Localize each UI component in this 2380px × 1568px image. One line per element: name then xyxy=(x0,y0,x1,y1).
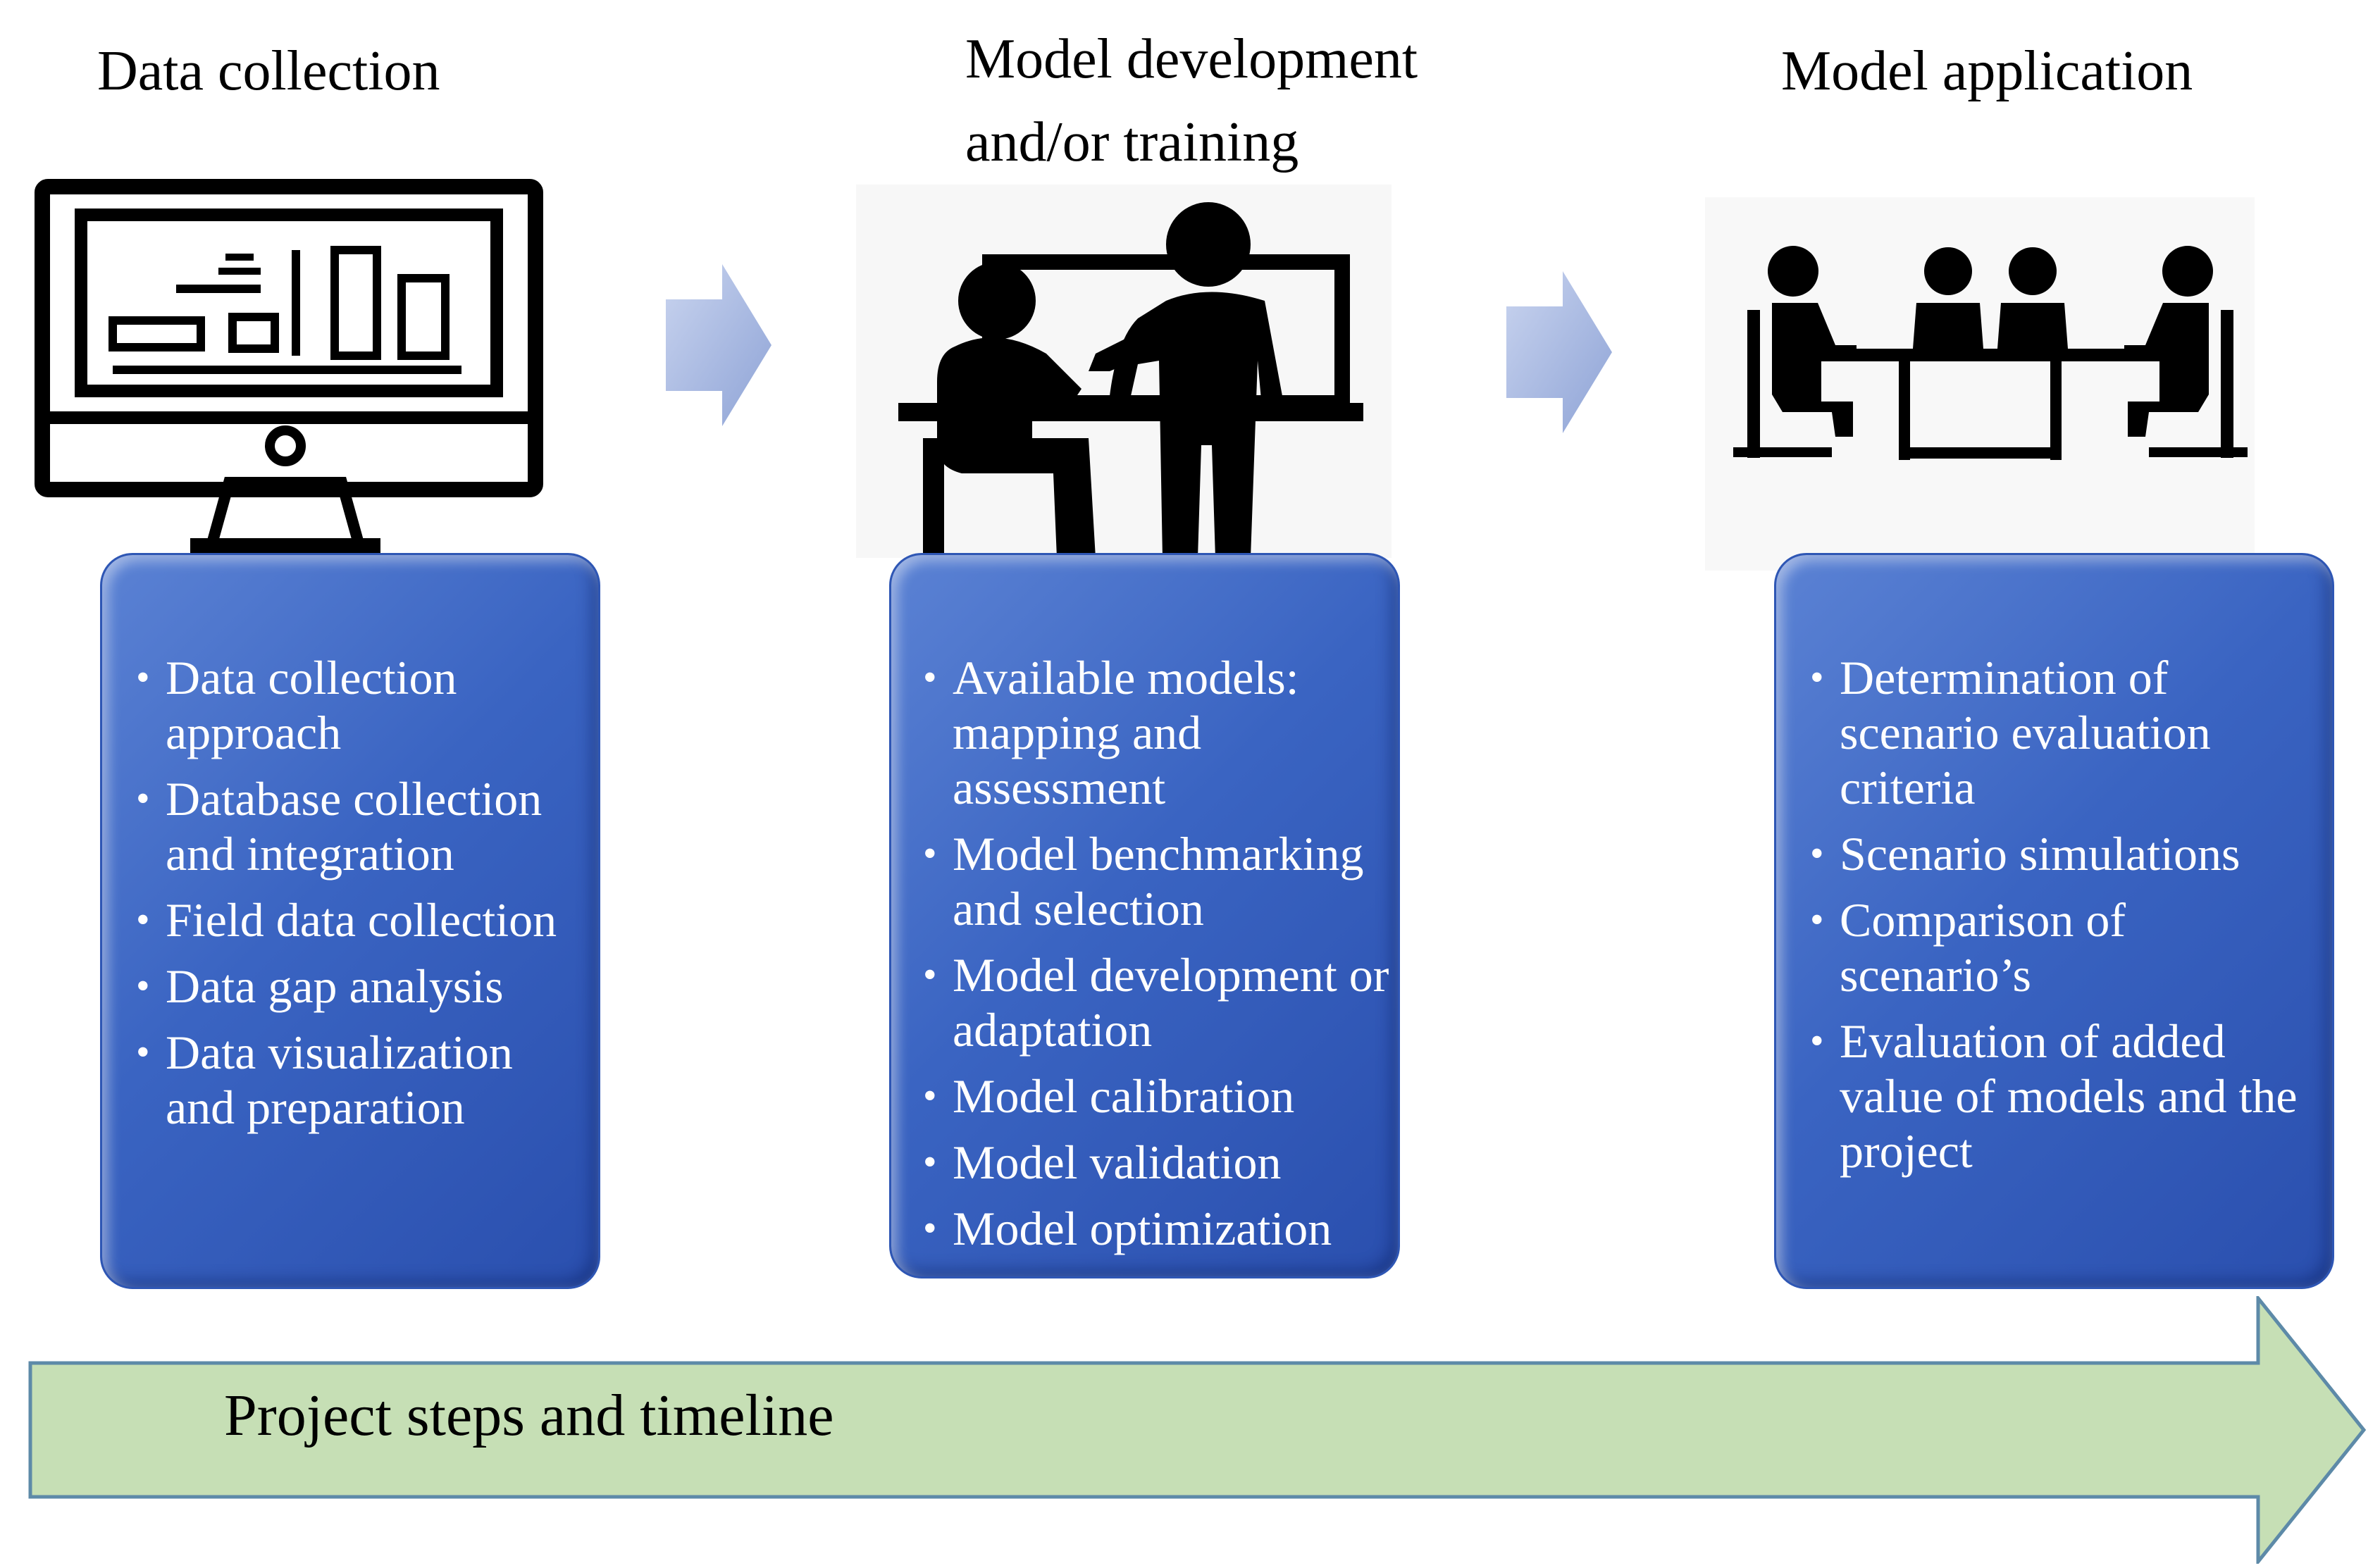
stage-box-model-development: Available models: mapping and assessment… xyxy=(889,553,1400,1278)
list-item: Data visualization and preparation xyxy=(136,1025,584,1135)
list-item: Model calibration xyxy=(923,1069,1391,1124)
stage-box-data-collection: Data collection approach Database collec… xyxy=(100,553,600,1289)
timeline-label: Project steps and timeline xyxy=(224,1383,834,1448)
list-item: Comparison of scenario’s xyxy=(1810,892,2325,1002)
stage-title-data-collection: Data collection xyxy=(97,40,440,102)
list-item: Model development or adaptation xyxy=(923,947,1391,1057)
list-item: Field data collection xyxy=(136,892,584,947)
list-item: Evaluation of added value of models and … xyxy=(1810,1014,2325,1178)
list-item: Model benchmarking and selection xyxy=(923,826,1391,936)
arrow-right-icon xyxy=(666,264,771,426)
timeline-arrow xyxy=(28,1296,2367,1564)
list-item: Model validation xyxy=(923,1135,1391,1190)
list-item: Data collection approach xyxy=(136,650,584,760)
people-at-computer-icon xyxy=(856,185,1392,558)
stage-box-model-application: Determination of scenario evaluation cri… xyxy=(1774,553,2334,1289)
stage-title-model-application: Model application xyxy=(1781,40,2193,102)
bullet-list: Data collection approach Database collec… xyxy=(136,650,584,1135)
bullet-list: Determination of scenario evaluation cri… xyxy=(1810,650,2325,1178)
list-item: Model optimization xyxy=(923,1201,1391,1256)
list-item: Database collection and integration xyxy=(136,771,584,881)
list-item: Data gap analysis xyxy=(136,959,584,1014)
stage-title-model-development: Model development and/or training xyxy=(965,28,1418,173)
bullet-list: Available models: mapping and assessment… xyxy=(923,650,1391,1256)
list-item: Determination of scenario evaluation cri… xyxy=(1810,650,2325,815)
list-item: Scenario simulations xyxy=(1810,826,2325,881)
meeting-table-icon xyxy=(1705,197,2255,571)
arrow-right-icon xyxy=(1506,271,1612,433)
computer-monitor-dashboard-icon xyxy=(14,151,578,616)
list-item: Available models: mapping and assessment xyxy=(923,650,1391,815)
